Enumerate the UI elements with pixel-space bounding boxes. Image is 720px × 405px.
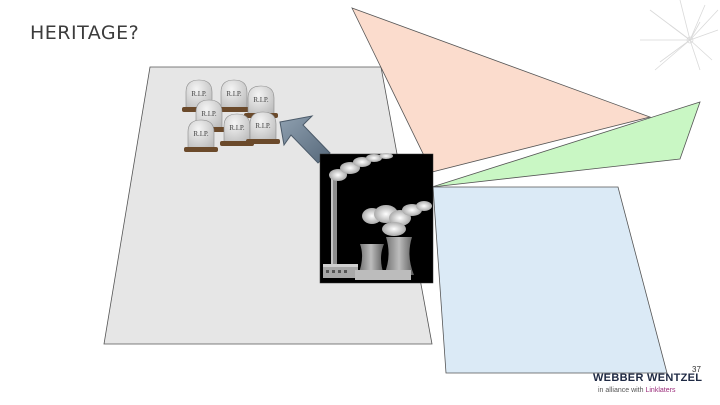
slide-title: HERITAGE?	[30, 22, 139, 44]
tombstone-label: R.I.P.	[253, 96, 269, 104]
brand-logo: WEBBER WENTZEL	[593, 372, 702, 384]
tombstone-label: R.I.P.	[255, 122, 271, 130]
tombstone-label: R.I.P.	[201, 110, 217, 118]
tombstone-label: R.I.P.	[191, 90, 207, 98]
tombstone-label: R.I.P.	[193, 130, 209, 138]
brand-tagline: in alliance with Linklaters	[598, 387, 675, 394]
tombstone-group: R.I.P. R.I.P. R.I.P. R.I.P. R.I.P.	[182, 80, 280, 152]
tombstone-label: R.I.P.	[226, 90, 242, 98]
blue-panel	[433, 187, 667, 373]
brand-partner: Linklaters	[645, 387, 675, 394]
tombstone-label: R.I.P.	[229, 124, 245, 132]
power-station-photo	[320, 153, 433, 283]
watermark-flower	[640, 0, 718, 70]
brand-tagline-text: in alliance with	[598, 387, 644, 394]
